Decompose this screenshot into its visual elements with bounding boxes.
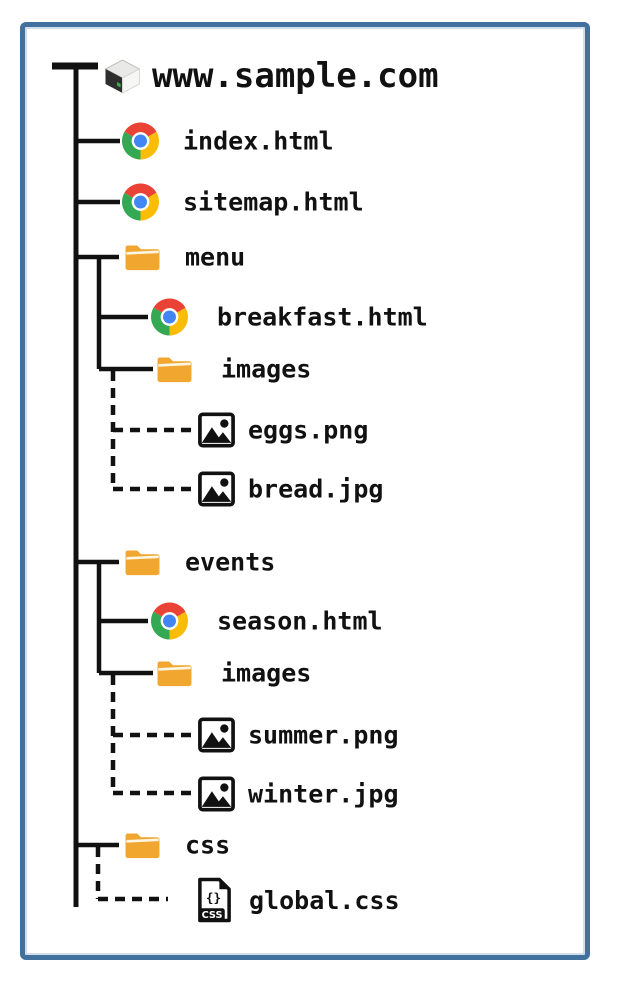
tree-node-events-images-folder: images [156, 658, 311, 689]
picture-icon [198, 776, 235, 812]
tree-node-label: events [185, 547, 276, 577]
picture-icon [198, 471, 235, 507]
chrome-browser-icon [151, 298, 188, 336]
tree-node-label: menu [185, 242, 246, 272]
tree-node-bread-jpg: bread.jpg [198, 471, 384, 507]
chrome-browser-icon [122, 122, 159, 160]
picture-icon [198, 717, 235, 753]
tree-node-global-css: {} CSS global.css [196, 876, 400, 924]
folder-icon [124, 242, 161, 273]
chrome-browser-icon [122, 183, 159, 221]
tree-node-label: winter.jpg [248, 779, 399, 809]
tree-node-label: www.sample.com [152, 56, 439, 96]
folder-icon [124, 547, 161, 578]
tree-node-label: images [221, 658, 312, 688]
tree-node-css-folder: css [124, 830, 230, 861]
tree-node-label: breakfast.html [217, 302, 428, 332]
server-box-icon [100, 54, 145, 98]
tree-node-eggs-png: eggs.png [198, 412, 369, 448]
tree-node-label: global.css [249, 885, 400, 915]
tree-node-label: index.html [183, 126, 334, 156]
tree-node-sitemap-html: sitemap.html [122, 183, 364, 221]
tree-node-index-html: index.html [122, 122, 334, 160]
folder-icon [156, 658, 193, 689]
tree-node-menu-images-folder: images [156, 354, 311, 385]
tree-node-label: eggs.png [248, 415, 369, 445]
tree-node-label: sitemap.html [183, 187, 364, 217]
tree-node-breakfast-html: breakfast.html [151, 298, 428, 336]
svg-text:CSS: CSS [202, 910, 223, 921]
tree-node-label: images [221, 354, 312, 384]
tree-node-label: season.html [217, 606, 383, 636]
tree-node-website-root: www.sample.com [100, 54, 439, 98]
tree-node-season-html: season.html [151, 602, 383, 640]
tree-node-label: bread.jpg [248, 474, 384, 504]
picture-icon [198, 412, 235, 448]
tree-node-menu-folder: menu [124, 242, 245, 273]
css-file-icon: {} CSS [196, 876, 233, 924]
chrome-browser-icon [151, 602, 188, 640]
folder-icon [124, 830, 161, 861]
tree-node-summer-png: summer.png [198, 717, 399, 753]
tree-node-label: summer.png [248, 720, 399, 750]
svg-text:{}: {} [206, 890, 221, 905]
tree-node-label: css [185, 830, 231, 860]
folder-icon [156, 354, 193, 385]
tree-node-winter-jpg: winter.jpg [198, 776, 399, 812]
tree-node-events-folder: events [124, 547, 275, 578]
